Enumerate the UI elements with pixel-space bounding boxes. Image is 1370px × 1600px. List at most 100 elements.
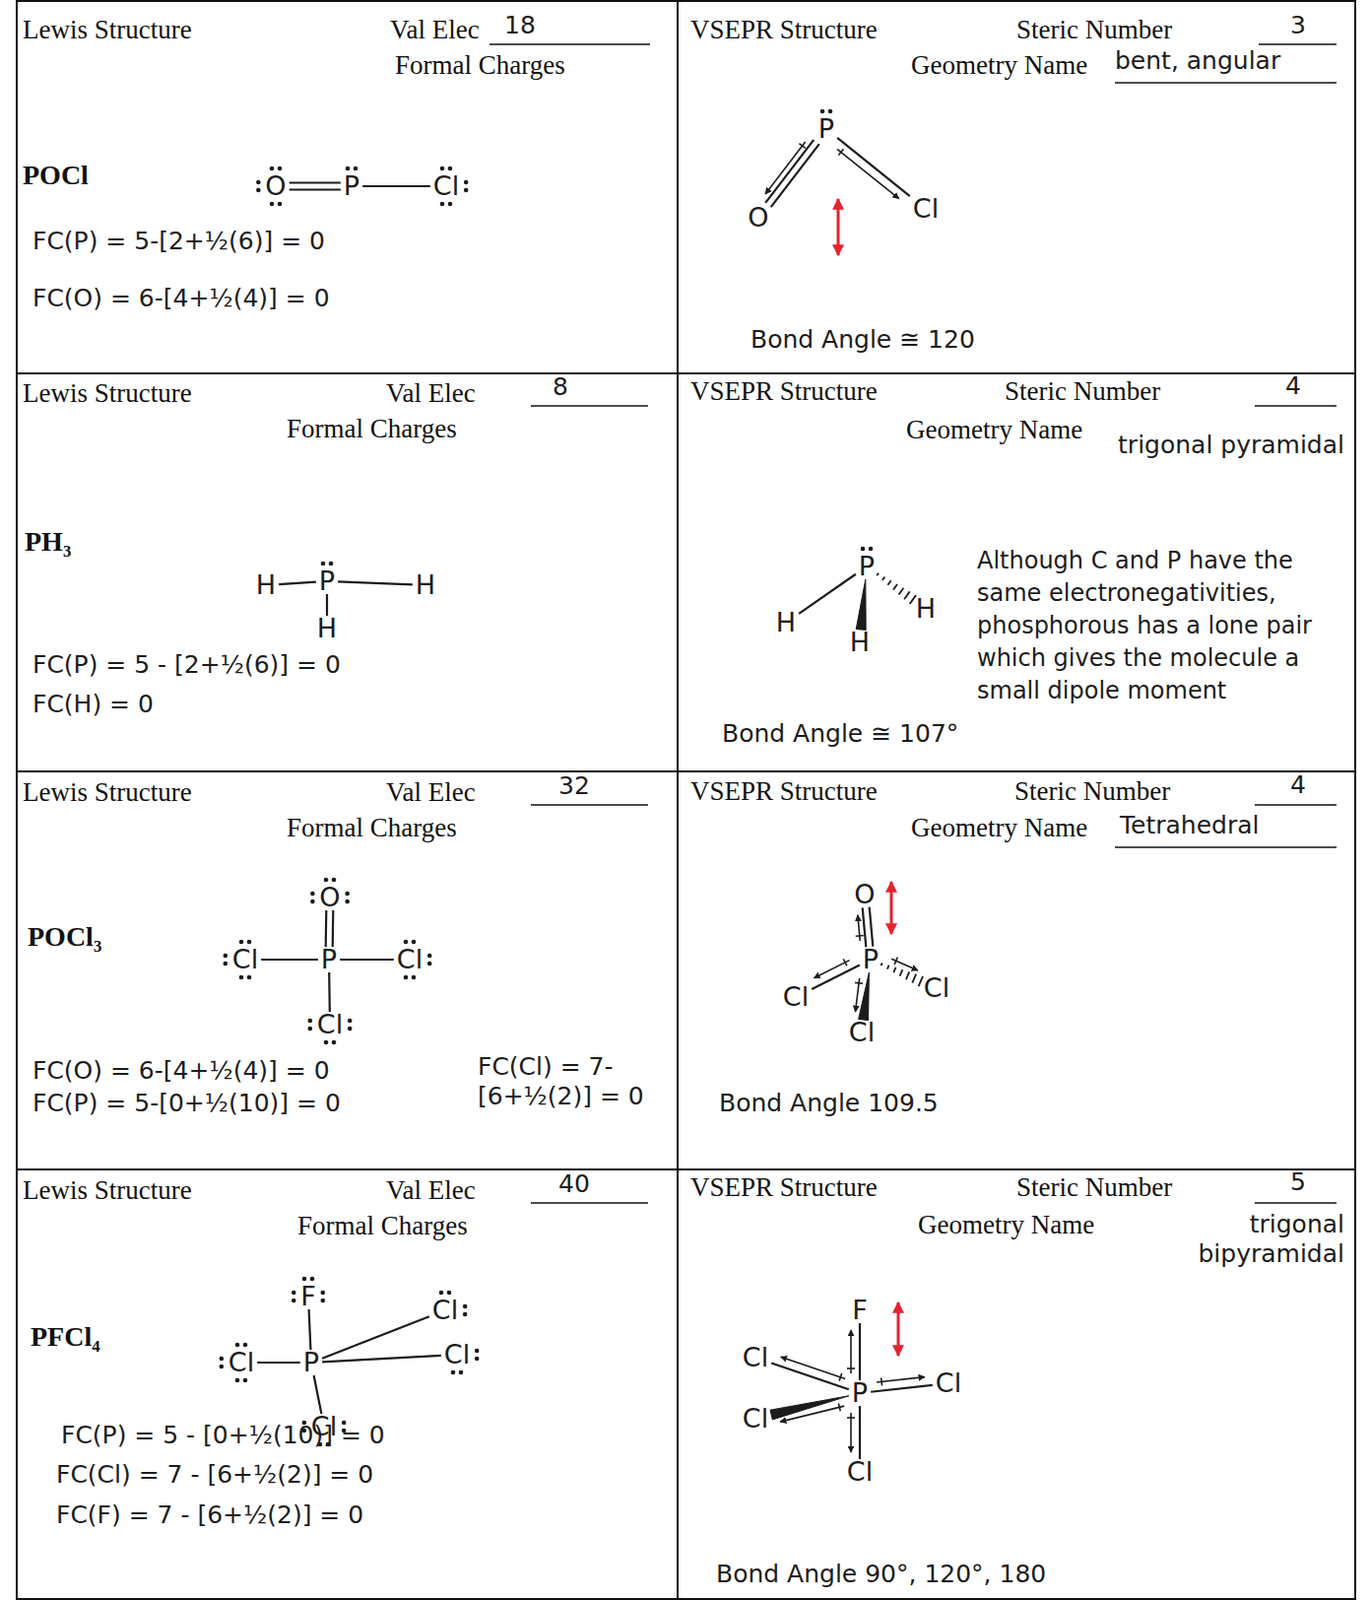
table-cell: Lewis StructureVal Elec8Formal ChargesPH… (15, 372, 679, 773)
atom-symbol: Cl (232, 943, 259, 976)
lone-pair-dot (474, 1356, 480, 1362)
chemical-bond (289, 183, 341, 191)
lone-pair-dot (320, 1298, 326, 1304)
dipole-tail-cross (847, 1367, 855, 1370)
lone-pair-dot (243, 1342, 249, 1348)
molecule-name: POCl₃ (27, 919, 102, 953)
hash-bond (893, 584, 898, 590)
lone-pair-dot (328, 561, 334, 567)
bond-line (765, 139, 814, 203)
lone-pair-dot (256, 188, 261, 194)
atom-symbol: Cl (396, 943, 423, 976)
answer-blank (1258, 43, 1337, 46)
chemical-bond (322, 1315, 430, 1358)
chemical-bond (362, 186, 431, 188)
lone-pair-dot (462, 1304, 468, 1309)
lone-pair-dot (239, 975, 245, 980)
chemical-bond (260, 959, 319, 961)
bond-line (314, 1374, 323, 1414)
bond-line (858, 1405, 861, 1459)
lone-pair-dot (347, 1018, 353, 1024)
atom-symbol: P (862, 943, 879, 976)
lone-pair-dot (308, 1026, 314, 1032)
molecule-name: PFCl₄ (30, 1319, 101, 1353)
atom-symbol: Cl (432, 1294, 458, 1326)
atom-symbol: H (849, 626, 870, 658)
molecule-name: POCl (22, 158, 89, 192)
handwritten-answer: FC(H) = 0 (32, 689, 154, 719)
atom-symbol: Cl (444, 1338, 470, 1370)
hash-bond (893, 967, 896, 973)
atom-symbol: O (747, 201, 769, 234)
chemical-bond (847, 1322, 860, 1380)
lone-pair-dot (247, 939, 253, 945)
bond-line (260, 958, 319, 961)
answer-blank (530, 404, 649, 407)
field-label: Steric Number (1014, 775, 1171, 807)
chemical-bond (811, 958, 860, 989)
field-label: Formal Charges (286, 811, 457, 844)
bond-line (858, 1322, 861, 1380)
lone-pair-dot (474, 1348, 480, 1354)
chemical-bond (771, 1356, 849, 1389)
table-cell: Lewis StructureVal Elec40Formal ChargesP… (15, 1168, 679, 1600)
field-label: VSEPR Structure (690, 13, 878, 46)
atom-symbol: Cl (228, 1346, 255, 1378)
chemical-bond (322, 1355, 442, 1363)
bond-line (870, 1384, 933, 1392)
lone-pair-dot (277, 166, 283, 172)
handwritten-answer: Bond Angle 109.5 (718, 1088, 939, 1118)
bond-line (771, 143, 820, 207)
lone-pair-dot (291, 1298, 297, 1304)
field-label: Lewis Structure (22, 13, 193, 46)
atom-symbol: Cl (742, 1402, 769, 1435)
bond-line (325, 910, 328, 947)
handwritten-answer: Bond Angle ≅ 120 (750, 325, 976, 355)
bond-line (331, 910, 335, 947)
handwritten-answer: trigonal pyramidal (1112, 430, 1345, 460)
bond-dipole-arrow (857, 914, 860, 941)
dipole-tail-cross (847, 1416, 855, 1419)
chemical-bond (855, 907, 874, 948)
chemical-bond (881, 957, 923, 986)
chemical-bond (314, 1374, 323, 1414)
field-label: VSEPR Structure (690, 375, 878, 407)
chemical-bond (837, 137, 911, 199)
lone-pair-dot (345, 166, 351, 172)
field-label: Val Elec (386, 776, 476, 808)
chemical-bond (328, 972, 331, 1012)
bond-dipole-arrow (781, 1356, 846, 1378)
dipole-arrow (897, 1302, 901, 1356)
bond-line (278, 582, 317, 585)
dipole-arrow (837, 198, 841, 256)
field-label: Lewis Structure (22, 1174, 193, 1206)
lone-pair-dot (269, 166, 275, 172)
dipole-tail-cross (894, 957, 898, 965)
lone-pair-dot (247, 975, 253, 980)
atom-symbol: Cl (935, 1367, 962, 1399)
answer-blank (1254, 803, 1337, 806)
molecule-name: PH₃ (24, 524, 71, 558)
field-label: Steric Number (1004, 375, 1161, 407)
chemical-bond (798, 574, 856, 614)
dipole-tail-cross (855, 934, 864, 937)
lone-pair-dot (219, 1356, 225, 1362)
chemical-bond (770, 1395, 849, 1422)
table-cell: VSEPR StructureSteric Number3Geometry Na… (676, 0, 1357, 375)
chemical-bond (855, 579, 866, 630)
lone-pair-dot (411, 939, 417, 945)
field-label: Geometry Name (911, 811, 1088, 844)
field-label: Lewis Structure (22, 377, 193, 409)
handwritten-answer: FC(P) = 5 - [2+½(6)] = 0 (32, 650, 341, 680)
hash-bond (912, 974, 916, 983)
hash-bond (881, 962, 883, 966)
bond-line (362, 185, 431, 188)
lone-pair-dot (243, 1377, 249, 1383)
field-label: Val Elec (386, 377, 476, 409)
atom-symbol: H (317, 612, 337, 645)
dipole-tail-cross (839, 1372, 843, 1381)
bond-dipole-arrow (765, 141, 806, 195)
lone-pair-dot (235, 1342, 241, 1348)
dipole-tail-cross (838, 1402, 841, 1411)
lone-pair-dot (310, 1276, 316, 1282)
